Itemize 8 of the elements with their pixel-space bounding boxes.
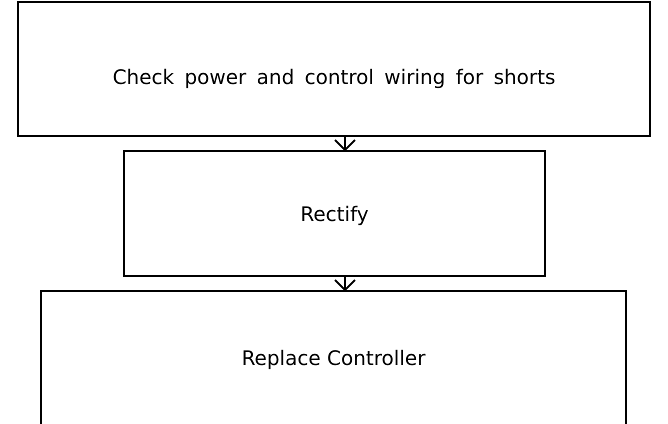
arrow xyxy=(334,277,356,291)
process-box xyxy=(40,290,627,424)
step-text: Rectify xyxy=(300,202,369,226)
step-text: Check power and control wiring for shorts xyxy=(112,65,556,89)
step-text: Replace Controller xyxy=(242,346,426,370)
arrow xyxy=(334,137,356,151)
process-box xyxy=(123,150,546,277)
process-box xyxy=(17,1,651,137)
